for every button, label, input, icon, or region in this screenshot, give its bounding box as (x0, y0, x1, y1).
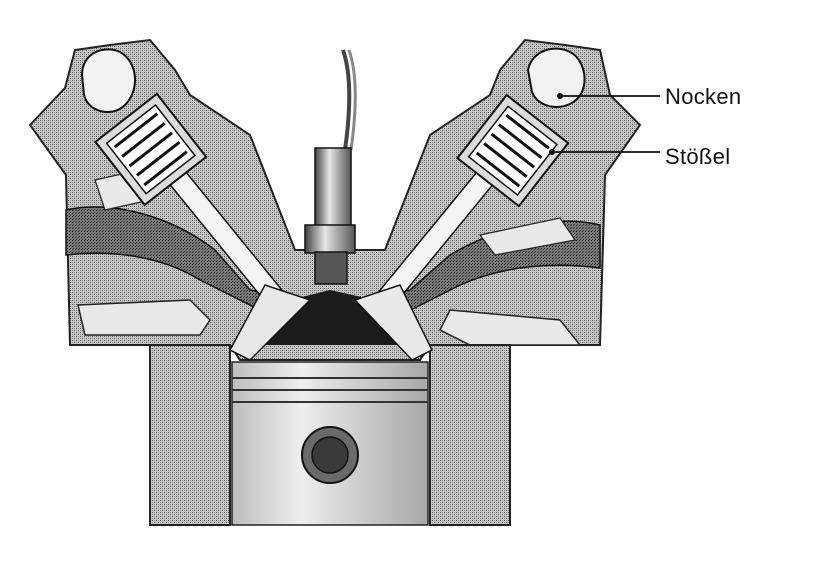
right-cylinder-wall (429, 344, 511, 526)
left-cylinder-wall (149, 344, 231, 526)
left-camshaft (80, 48, 137, 114)
piston-pin (311, 436, 349, 474)
right-valve-spring (475, 113, 550, 188)
cam-leader-dot (557, 93, 563, 99)
right-camshaft (526, 47, 586, 108)
tappet-label: Stößel (665, 144, 731, 169)
right-upper-cavity (478, 217, 577, 256)
right-water-jacket (438, 309, 582, 346)
cam-label: Nocken (665, 84, 742, 109)
right-tappet-spring-assembly (456, 93, 570, 208)
left-valve-spring (113, 112, 188, 187)
spark-plug (304, 49, 357, 285)
tappet-leader-dot (549, 149, 555, 155)
left-tappet-spring-assembly (94, 92, 208, 207)
left-water-jacket (77, 299, 211, 336)
